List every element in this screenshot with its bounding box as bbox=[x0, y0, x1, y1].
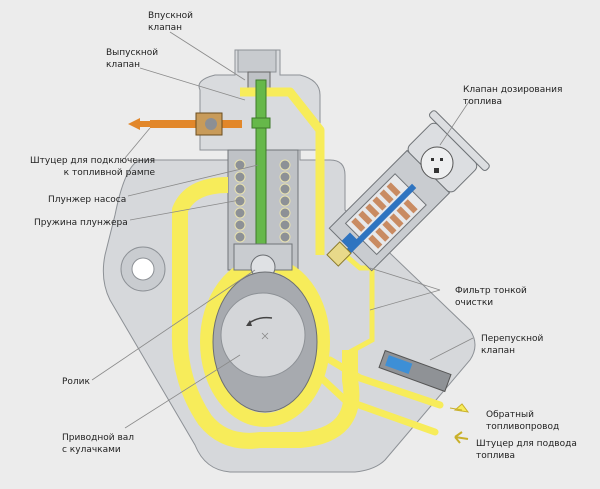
metering-valve bbox=[328, 110, 490, 272]
leader-lines bbox=[91, 31, 474, 429]
plunger-head bbox=[251, 117, 271, 129]
fuel-channel-cam-ring bbox=[200, 257, 331, 427]
connector-pin bbox=[440, 158, 443, 161]
connector-pin bbox=[434, 168, 439, 173]
fuel-channel-left bbox=[171, 177, 360, 449]
return-arrow-icon bbox=[449, 403, 470, 413]
shaft-center-mark bbox=[261, 332, 269, 340]
bypass-valve-spool bbox=[385, 355, 413, 374]
label-rail-fitting: Штуцер для подключения к топливной рампе bbox=[30, 156, 156, 178]
label-roller: Ролик bbox=[62, 377, 90, 387]
rotation-arrowhead-icon bbox=[246, 320, 252, 326]
spool-end bbox=[341, 232, 359, 250]
label-supply-fitting: Штуцер для подвода топлива bbox=[476, 439, 577, 461]
label-metering-valve: Клапан дозирования топлива bbox=[463, 85, 563, 107]
connector-pin bbox=[431, 158, 434, 161]
fine-filter bbox=[326, 241, 352, 267]
label-plunger-spring: Пружина плунжера bbox=[34, 218, 128, 228]
label-bypass-valve: Перепускной клапан bbox=[481, 334, 544, 356]
mounting-hole bbox=[131, 257, 155, 281]
connector-socket bbox=[420, 146, 454, 180]
outlet-valve-ball bbox=[205, 118, 217, 130]
label-return-line: Обратный топливопровод bbox=[486, 410, 560, 432]
label-camshaft: Приводной вал с кулачками bbox=[62, 433, 135, 455]
return-line-pipe bbox=[326, 356, 444, 409]
valve-cap bbox=[237, 49, 277, 73]
plunger-spring bbox=[234, 159, 291, 243]
outlet-arrow bbox=[128, 118, 152, 130]
camshaft-face bbox=[220, 292, 306, 378]
label-outlet-valve: Выпускной клапан bbox=[106, 48, 159, 70]
label-pump-plunger: Плунжер насоса bbox=[48, 195, 127, 205]
label-inlet-valve: Впускной клапан bbox=[148, 11, 194, 33]
label-fine-filter: Фильтр тонкой очистки bbox=[455, 286, 527, 308]
supply-arrow-icon bbox=[454, 431, 469, 444]
supply-line-pipe bbox=[311, 368, 439, 436]
